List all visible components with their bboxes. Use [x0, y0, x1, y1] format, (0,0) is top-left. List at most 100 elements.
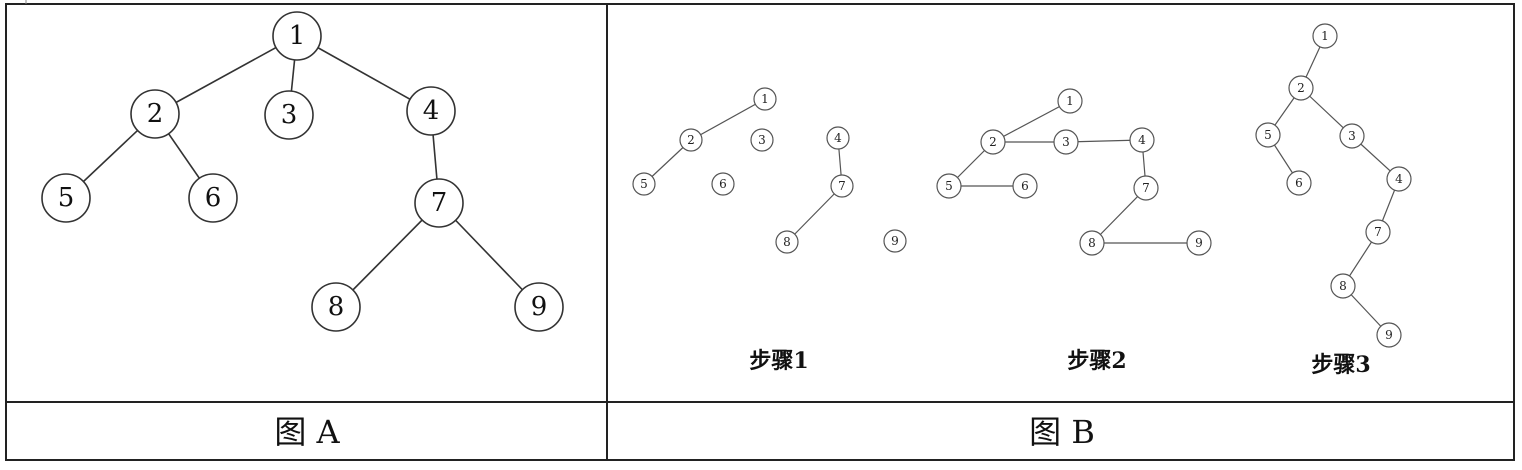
figure-b-caption: 图 B: [1029, 413, 1095, 451]
figure-a-node-1: 1: [272, 11, 322, 61]
figure-a-node-2: 2: [130, 89, 180, 139]
step-2-label: 步骤2: [1067, 348, 1126, 374]
step-3-node-7-label: 7: [1374, 225, 1382, 239]
step-1-node-4-circle: [826, 126, 850, 150]
step-1-node-3-circle: [750, 128, 774, 152]
step-2-node-9: 9: [1186, 230, 1212, 256]
step-3-node-8-label: 8: [1339, 279, 1347, 293]
figure-a-node-2-label: 2: [147, 99, 164, 129]
step-2-node-5: 5: [936, 173, 962, 199]
step-3-node-3: 3: [1339, 123, 1365, 149]
figure-a-node-3-label: 3: [281, 100, 298, 130]
step-1-node-7: 7: [830, 174, 854, 198]
figure-a-node-1-label: 1: [289, 21, 306, 51]
table-frame: [5, 3, 1515, 461]
step-2-node-3-circle: [1053, 129, 1079, 155]
step-2-node-6-label: 6: [1021, 179, 1029, 193]
step-3-node-1: 1: [1312, 23, 1338, 49]
step-3-node-6-circle: [1286, 170, 1312, 196]
figure-a-node-7-label: 7: [431, 188, 448, 218]
step-3-node-2-circle: [1288, 75, 1314, 101]
figure-a-node-5-label: 5: [58, 183, 75, 213]
step-2-node-5-circle: [936, 173, 962, 199]
step-1-node-3: 3: [750, 128, 774, 152]
step-2-node-7: 7: [1133, 175, 1159, 201]
figure-a-node-5: 5: [41, 173, 91, 223]
step-2-node-8: 8: [1079, 230, 1105, 256]
step-1-node-2: 2: [679, 128, 703, 152]
step-2-node-4-label: 4: [1138, 133, 1146, 147]
step-2-node-4: 4: [1129, 127, 1155, 153]
step-3-node-5-label: 5: [1264, 128, 1272, 142]
step-2-graph: 1 2 3 4 5 6 7 8 9 步骤2: [936, 88, 1212, 374]
step-3-node-8-circle: [1330, 273, 1356, 299]
step-1-edge-1-2: [690, 98, 766, 141]
step-2-edge-1-2: [992, 100, 1071, 143]
step-2-node-2-label: 2: [989, 135, 997, 149]
step-3-label: 步骤3: [1311, 352, 1370, 378]
step-2-edge-7-8: [1091, 187, 1147, 244]
step-1-node-7-label: 7: [838, 179, 846, 193]
figure-a-node-6-label: 6: [205, 183, 222, 213]
step-3-node-9: 9: [1376, 322, 1402, 348]
step-1-node-8-circle: [775, 230, 799, 254]
figure-a-node-8-label: 8: [328, 292, 345, 322]
step-1-node-8-label: 8: [783, 235, 791, 249]
step-3-node-7: 7: [1365, 219, 1391, 245]
step-3-node-4: 4: [1386, 166, 1412, 192]
step-3-node-4-circle: [1386, 166, 1412, 192]
step-1-node-3-label: 3: [758, 133, 766, 147]
step-2-edge-3-4: [1065, 139, 1143, 143]
figure-a-node-9-label: 9: [531, 292, 548, 322]
step-1-node-6: 6: [711, 172, 735, 196]
step-1-edge-7-8: [786, 185, 843, 243]
figure-a-node-4-label: 4: [423, 96, 440, 126]
step-1-node-8: 8: [775, 230, 799, 254]
step-1-node-5-label: 5: [640, 177, 648, 191]
step-1-node-6-label: 6: [719, 177, 727, 191]
step-3-node-4-label: 4: [1395, 172, 1403, 186]
figure-a-node-8-circle: [311, 282, 361, 332]
step-1-node-5: 5: [632, 172, 656, 196]
step-3-node-6-label: 6: [1295, 176, 1303, 190]
step-2-node-4-circle: [1129, 127, 1155, 153]
step-2-node-3: 3: [1053, 129, 1079, 155]
figure-a-edge-1-2: [154, 35, 298, 115]
step-2-node-1-label: 1: [1066, 94, 1074, 108]
figure-a-node-6: 6: [188, 173, 238, 223]
figure-a-caption: 图 A: [274, 413, 340, 451]
figure-a-node-9: 9: [514, 282, 564, 332]
step-1-node-2-circle: [679, 128, 703, 152]
step-3-node-5: 5: [1255, 122, 1281, 148]
step-3-node-1-label: 1: [1321, 29, 1329, 43]
figure-a-node-5-circle: [41, 173, 91, 223]
step-2-node-7-label: 7: [1142, 181, 1150, 195]
figure-a-node-2-circle: [130, 89, 180, 139]
step-3-node-1-circle: [1312, 23, 1338, 49]
figure-a-edges: [65, 35, 540, 308]
figure-a-node-1-circle: [272, 11, 322, 61]
figure-a-node-7: 7: [414, 178, 464, 228]
step-2-node-9-label: 9: [1195, 236, 1203, 250]
step-1-node-7-circle: [830, 174, 854, 198]
figure-a-edge-1-4: [296, 35, 432, 112]
step-3-node-2-label: 2: [1297, 81, 1305, 95]
step-3-node-7-circle: [1365, 219, 1391, 245]
step-1-node-9-circle: [883, 229, 907, 253]
step-2-node-2: 2: [980, 129, 1006, 155]
figure-a-node-3-circle: [264, 90, 314, 140]
step-2-node-6-circle: [1012, 173, 1038, 199]
step-1-node-9: 9: [883, 229, 907, 253]
step-2-node-8-label: 8: [1088, 236, 1096, 250]
step-1-node-2-label: 2: [687, 133, 695, 147]
step-3-node-9-label: 9: [1385, 328, 1393, 342]
figure-a-nodes: 1 2 3 4 5 6 7 8 9: [41, 11, 564, 332]
step-1-node-1: 1: [753, 87, 777, 111]
figure-a-node-7-circle: [414, 178, 464, 228]
step-2-node-9-circle: [1186, 230, 1212, 256]
step-3-node-2: 2: [1288, 75, 1314, 101]
step-1-node-6-circle: [711, 172, 735, 196]
